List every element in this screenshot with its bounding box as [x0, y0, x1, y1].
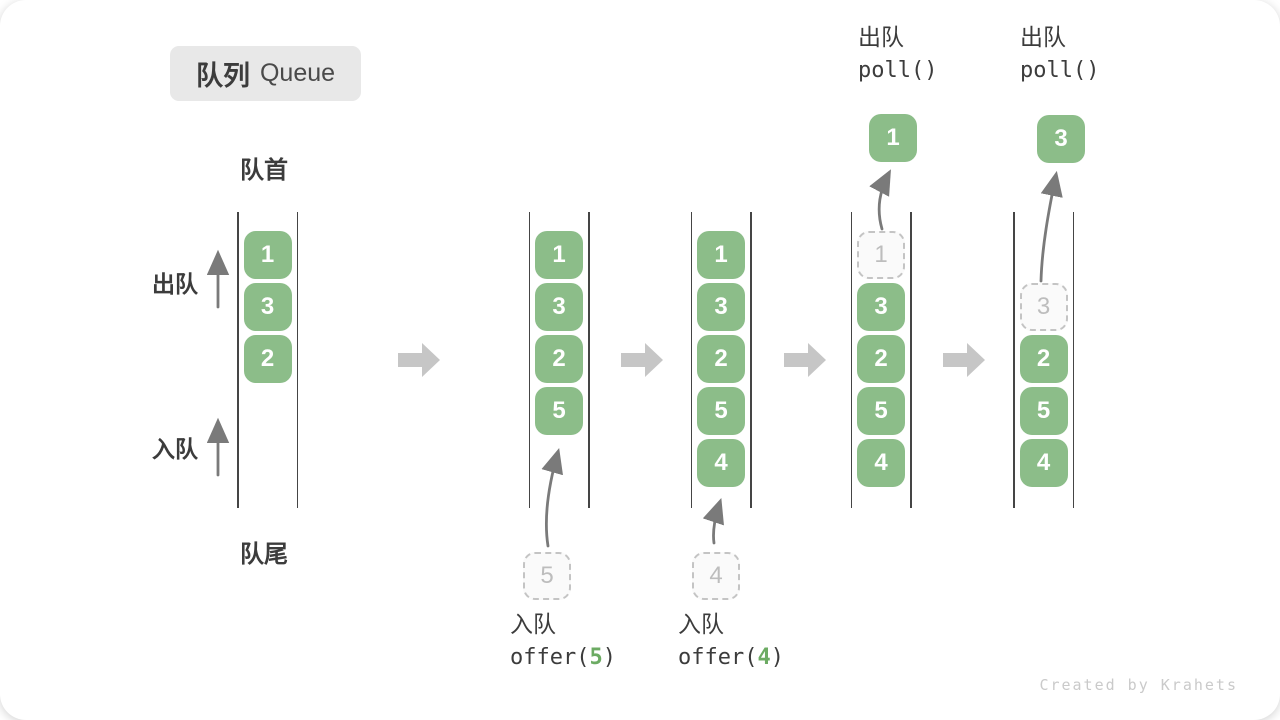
offer-4-caption-word: 入队: [678, 611, 724, 637]
removed-slot-cell: 3: [1019, 283, 1068, 331]
offer-4-arrow-icon: [702, 498, 724, 545]
pending-enqueue-cell: 5: [523, 552, 571, 600]
poll-3-caption-code: poll(): [1020, 58, 1100, 83]
offer-5-caption: 入队 offer(5): [510, 613, 616, 669]
queue-cell: 3: [857, 283, 905, 331]
queue-cell: 2: [1019, 335, 1068, 383]
dequeue-label: 出队: [152, 271, 198, 297]
queue-rear-label: 队尾: [240, 541, 288, 568]
poll-3-caption-word: 出队: [1020, 24, 1066, 50]
offer-5-caption-word: 入队: [510, 611, 556, 637]
offer-4-caption: 入队 offer(4): [678, 613, 784, 669]
removed-slot-cell: 1: [857, 231, 905, 279]
title-zh: 队列: [195, 61, 250, 91]
poll-3-arrow-icon: [1039, 170, 1063, 283]
poll-1-arrow-icon: [869, 169, 891, 231]
queue-cell: 4: [697, 439, 745, 487]
queue-cell: 4: [1019, 439, 1068, 487]
enqueue-label: 入队: [152, 436, 198, 462]
right-rail: [750, 212, 752, 508]
queue-cell: 4: [857, 439, 905, 487]
pending-enqueue-cell: 4: [692, 552, 740, 600]
queue-cell: 2: [535, 335, 583, 383]
queue-front-label: 队首: [240, 157, 288, 184]
left-rail: [237, 212, 239, 508]
queue-cell: 3: [535, 283, 583, 331]
transition-arrow-icon: [784, 343, 826, 377]
title-badge: 队列 Queue: [170, 46, 361, 101]
queue-cell: 3: [697, 283, 745, 331]
offer-5-arrow-icon: [541, 447, 564, 548]
queue-cell: 5: [535, 387, 583, 435]
transition-arrow-icon: [398, 343, 440, 377]
left-rail: [528, 212, 530, 508]
transition-arrow-icon: [621, 343, 663, 377]
offer-4-caption-code: offer(4): [678, 645, 784, 670]
left-rail: [690, 212, 692, 508]
offer-5-caption-code: offer(5): [510, 645, 616, 670]
transition-arrow-icon: [943, 343, 985, 377]
right-rail: [1072, 212, 1074, 508]
queue-cell: 5: [857, 387, 905, 435]
queue-cell: 2: [243, 335, 292, 383]
left-rail: [850, 212, 852, 508]
queue-cell: 1: [243, 231, 292, 279]
queue-cell: 1: [697, 231, 745, 279]
poll-1-caption: 出队 poll(): [858, 26, 937, 82]
queue-cell: 2: [857, 335, 905, 383]
queue-cell: 5: [1019, 387, 1068, 435]
poll-1-caption-code: poll(): [858, 58, 938, 83]
right-rail: [910, 212, 912, 508]
right-rail: [588, 212, 590, 508]
popped-cell: 3: [1037, 115, 1085, 163]
credit-text: Created by Krahets: [1039, 676, 1238, 694]
popped-cell: 1: [869, 114, 917, 162]
left-rail: [1013, 212, 1015, 508]
title-en: Queue: [259, 59, 336, 87]
poll-3-caption: 出队 poll(): [1020, 26, 1099, 82]
poll-1-caption-word: 出队: [858, 24, 904, 50]
queue-cell: 2: [697, 335, 745, 383]
right-rail: [296, 212, 298, 508]
queue-cell: 3: [243, 283, 292, 331]
queue-cell: 1: [535, 231, 583, 279]
queue-cell: 5: [697, 387, 745, 435]
